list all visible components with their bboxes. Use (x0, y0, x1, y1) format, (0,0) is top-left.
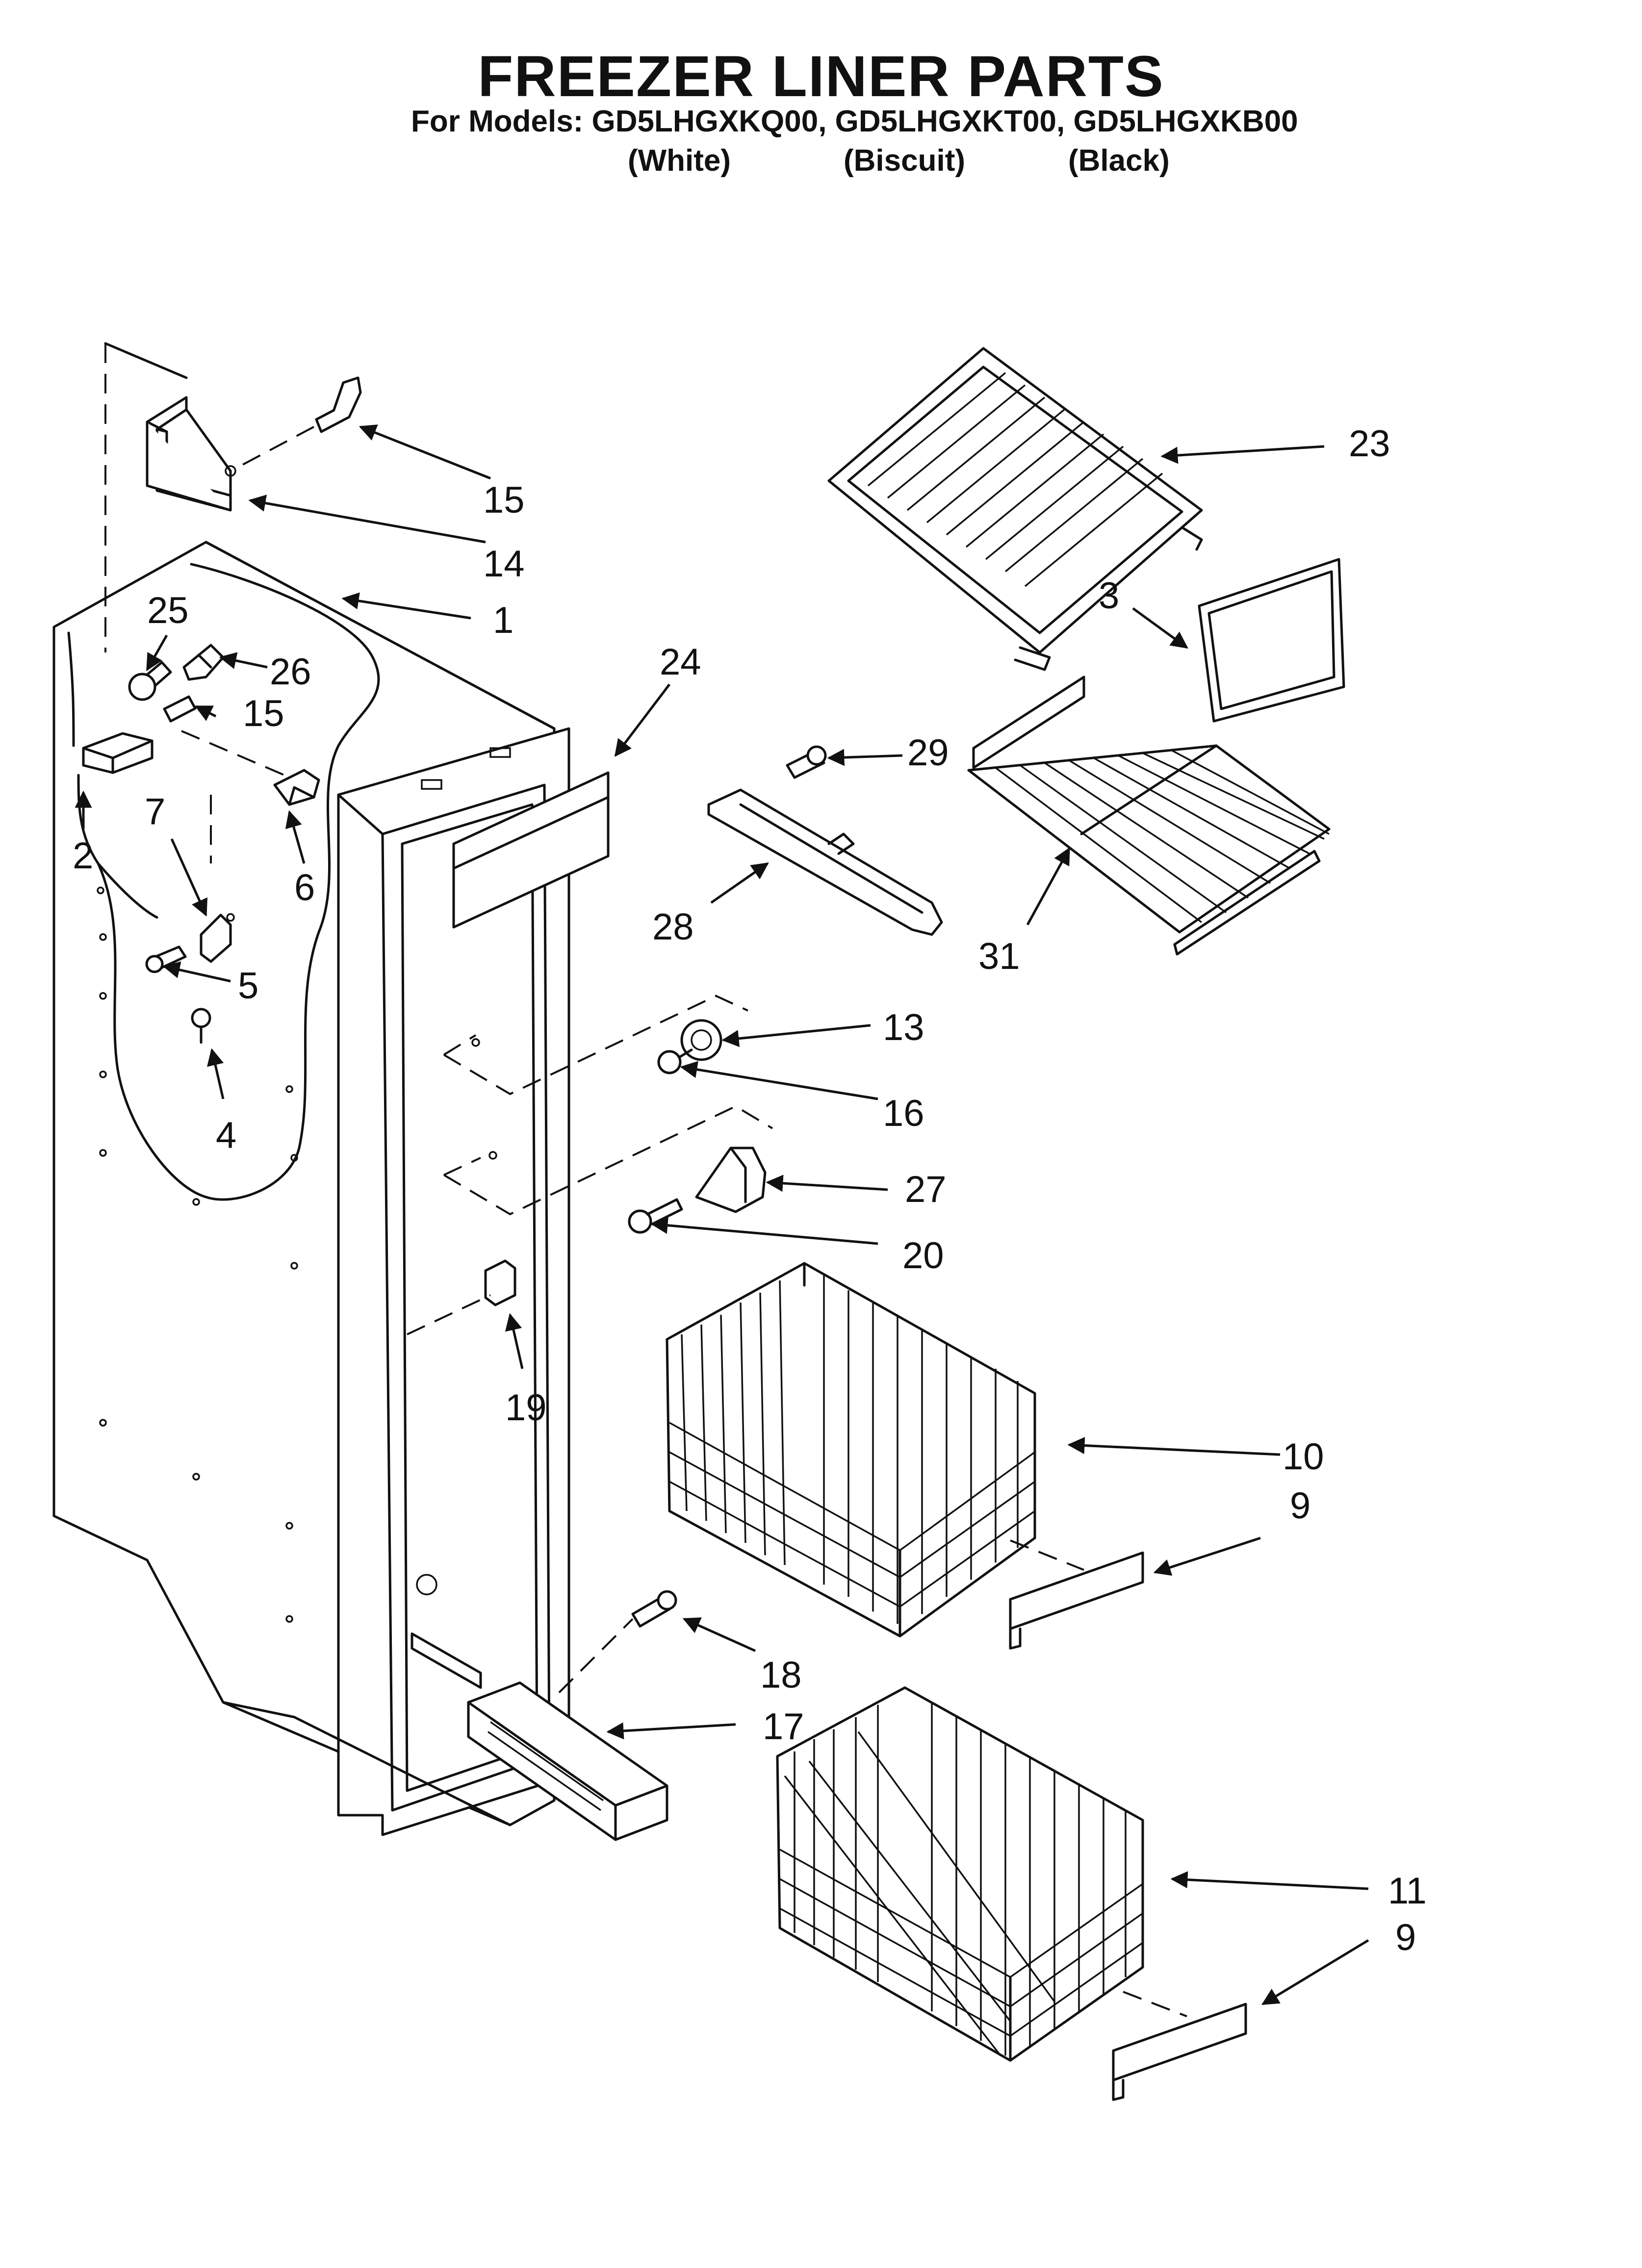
bracket-part-27 (695, 1147, 767, 1213)
callout-10: 10 (1283, 1436, 1324, 1478)
variant-biscuit: (Biscuit) (844, 144, 965, 178)
callout-28: 28 (652, 906, 694, 948)
assembly-line-9b (1123, 1991, 1187, 2017)
callout-18: 18 (760, 1654, 802, 1696)
callout-5: 5 (238, 965, 258, 1007)
screw-part-20 (628, 1198, 683, 1234)
screw-part-16 (657, 1048, 693, 1074)
callout-29: 29 (907, 732, 949, 774)
callout-9: 9 (1290, 1485, 1310, 1527)
callout-24: 24 (660, 641, 701, 683)
callout-7: 7 (145, 791, 165, 833)
variant-black: (Black) (1068, 144, 1170, 178)
callout-11: 11 (1388, 1870, 1427, 1912)
callout-15-b: 15 (243, 693, 284, 734)
assembly-line-18 (558, 1618, 634, 1694)
callout-26: 26 (270, 651, 311, 693)
variant-white: (White) (628, 144, 731, 178)
basket-part-11 (776, 1686, 1144, 2062)
basket-support-part-9a (1009, 1551, 1144, 1650)
leader-lines (75, 424, 1369, 2006)
page-title: FREEZER LINER PARTS (478, 44, 1164, 109)
screw-part-18 (631, 1590, 677, 1628)
basket-support-part-9b (1112, 2003, 1247, 2101)
callout-31: 31 (978, 936, 1020, 977)
assembly-line-15a (235, 426, 314, 469)
callout-labels: 23 15 14 1 3 25 26 15 24 29 2 7 6 28 31 … (73, 423, 1427, 1958)
socket-part-26 (182, 644, 225, 681)
assembly-line-13 (443, 994, 748, 1095)
callout-23: 23 (1349, 423, 1390, 465)
switch-part-19 (484, 1259, 516, 1306)
screw-part-4 (191, 1008, 211, 1044)
callout-2: 2 (73, 835, 93, 877)
assembly-line-19 (407, 1294, 491, 1335)
assembly-line-9a (1010, 1539, 1084, 1571)
bracket-ref-line (104, 342, 188, 379)
rail-part-28 (707, 788, 943, 936)
screw-part-5 (145, 945, 187, 973)
callout-6: 6 (294, 867, 315, 909)
bracket-part-14 (146, 396, 236, 512)
callout-15: 15 (483, 479, 525, 521)
callout-4: 4 (216, 1115, 236, 1156)
callout-9-b: 9 (1395, 1917, 1416, 1958)
bulb-part-25 (128, 661, 172, 701)
callout-27: 27 (905, 1169, 947, 1210)
callout-20: 20 (902, 1235, 944, 1277)
assembly-line-15b (181, 730, 285, 776)
assembly-line-27b (443, 1157, 481, 1176)
liner-holes (97, 886, 298, 1623)
callout-13: 13 (883, 1007, 924, 1048)
callout-25: 25 (147, 590, 189, 631)
shelf-part-23 (827, 347, 1203, 671)
callout-19: 19 (505, 1387, 547, 1429)
callout-14: 14 (483, 543, 525, 585)
shield-part-24 (452, 771, 610, 929)
assembly-line-13b (443, 1034, 477, 1056)
shelf-support-part-13 (680, 1019, 722, 1061)
callout-1: 1 (493, 600, 513, 641)
screw-part-15a (315, 376, 362, 433)
callout-16: 16 (883, 1093, 924, 1134)
shelf-trim-part-3 (1198, 558, 1345, 723)
trim-part-17 (467, 1681, 668, 1841)
basket-part-10 (666, 1262, 1036, 1638)
screw-part-29 (786, 745, 827, 779)
models-line: For Models: GD5LHGXKQ00, GD5LHGXKT00, GD… (411, 104, 1298, 138)
lamp-housing-part-2 (82, 732, 154, 774)
callout-3: 3 (1099, 575, 1119, 617)
clamp-part-7 (200, 913, 235, 963)
wire-shelf-part-31 (967, 676, 1331, 956)
assembly-line-27 (443, 1105, 773, 1216)
callout-17: 17 (763, 1706, 804, 1747)
clip-part-6 (273, 769, 320, 806)
